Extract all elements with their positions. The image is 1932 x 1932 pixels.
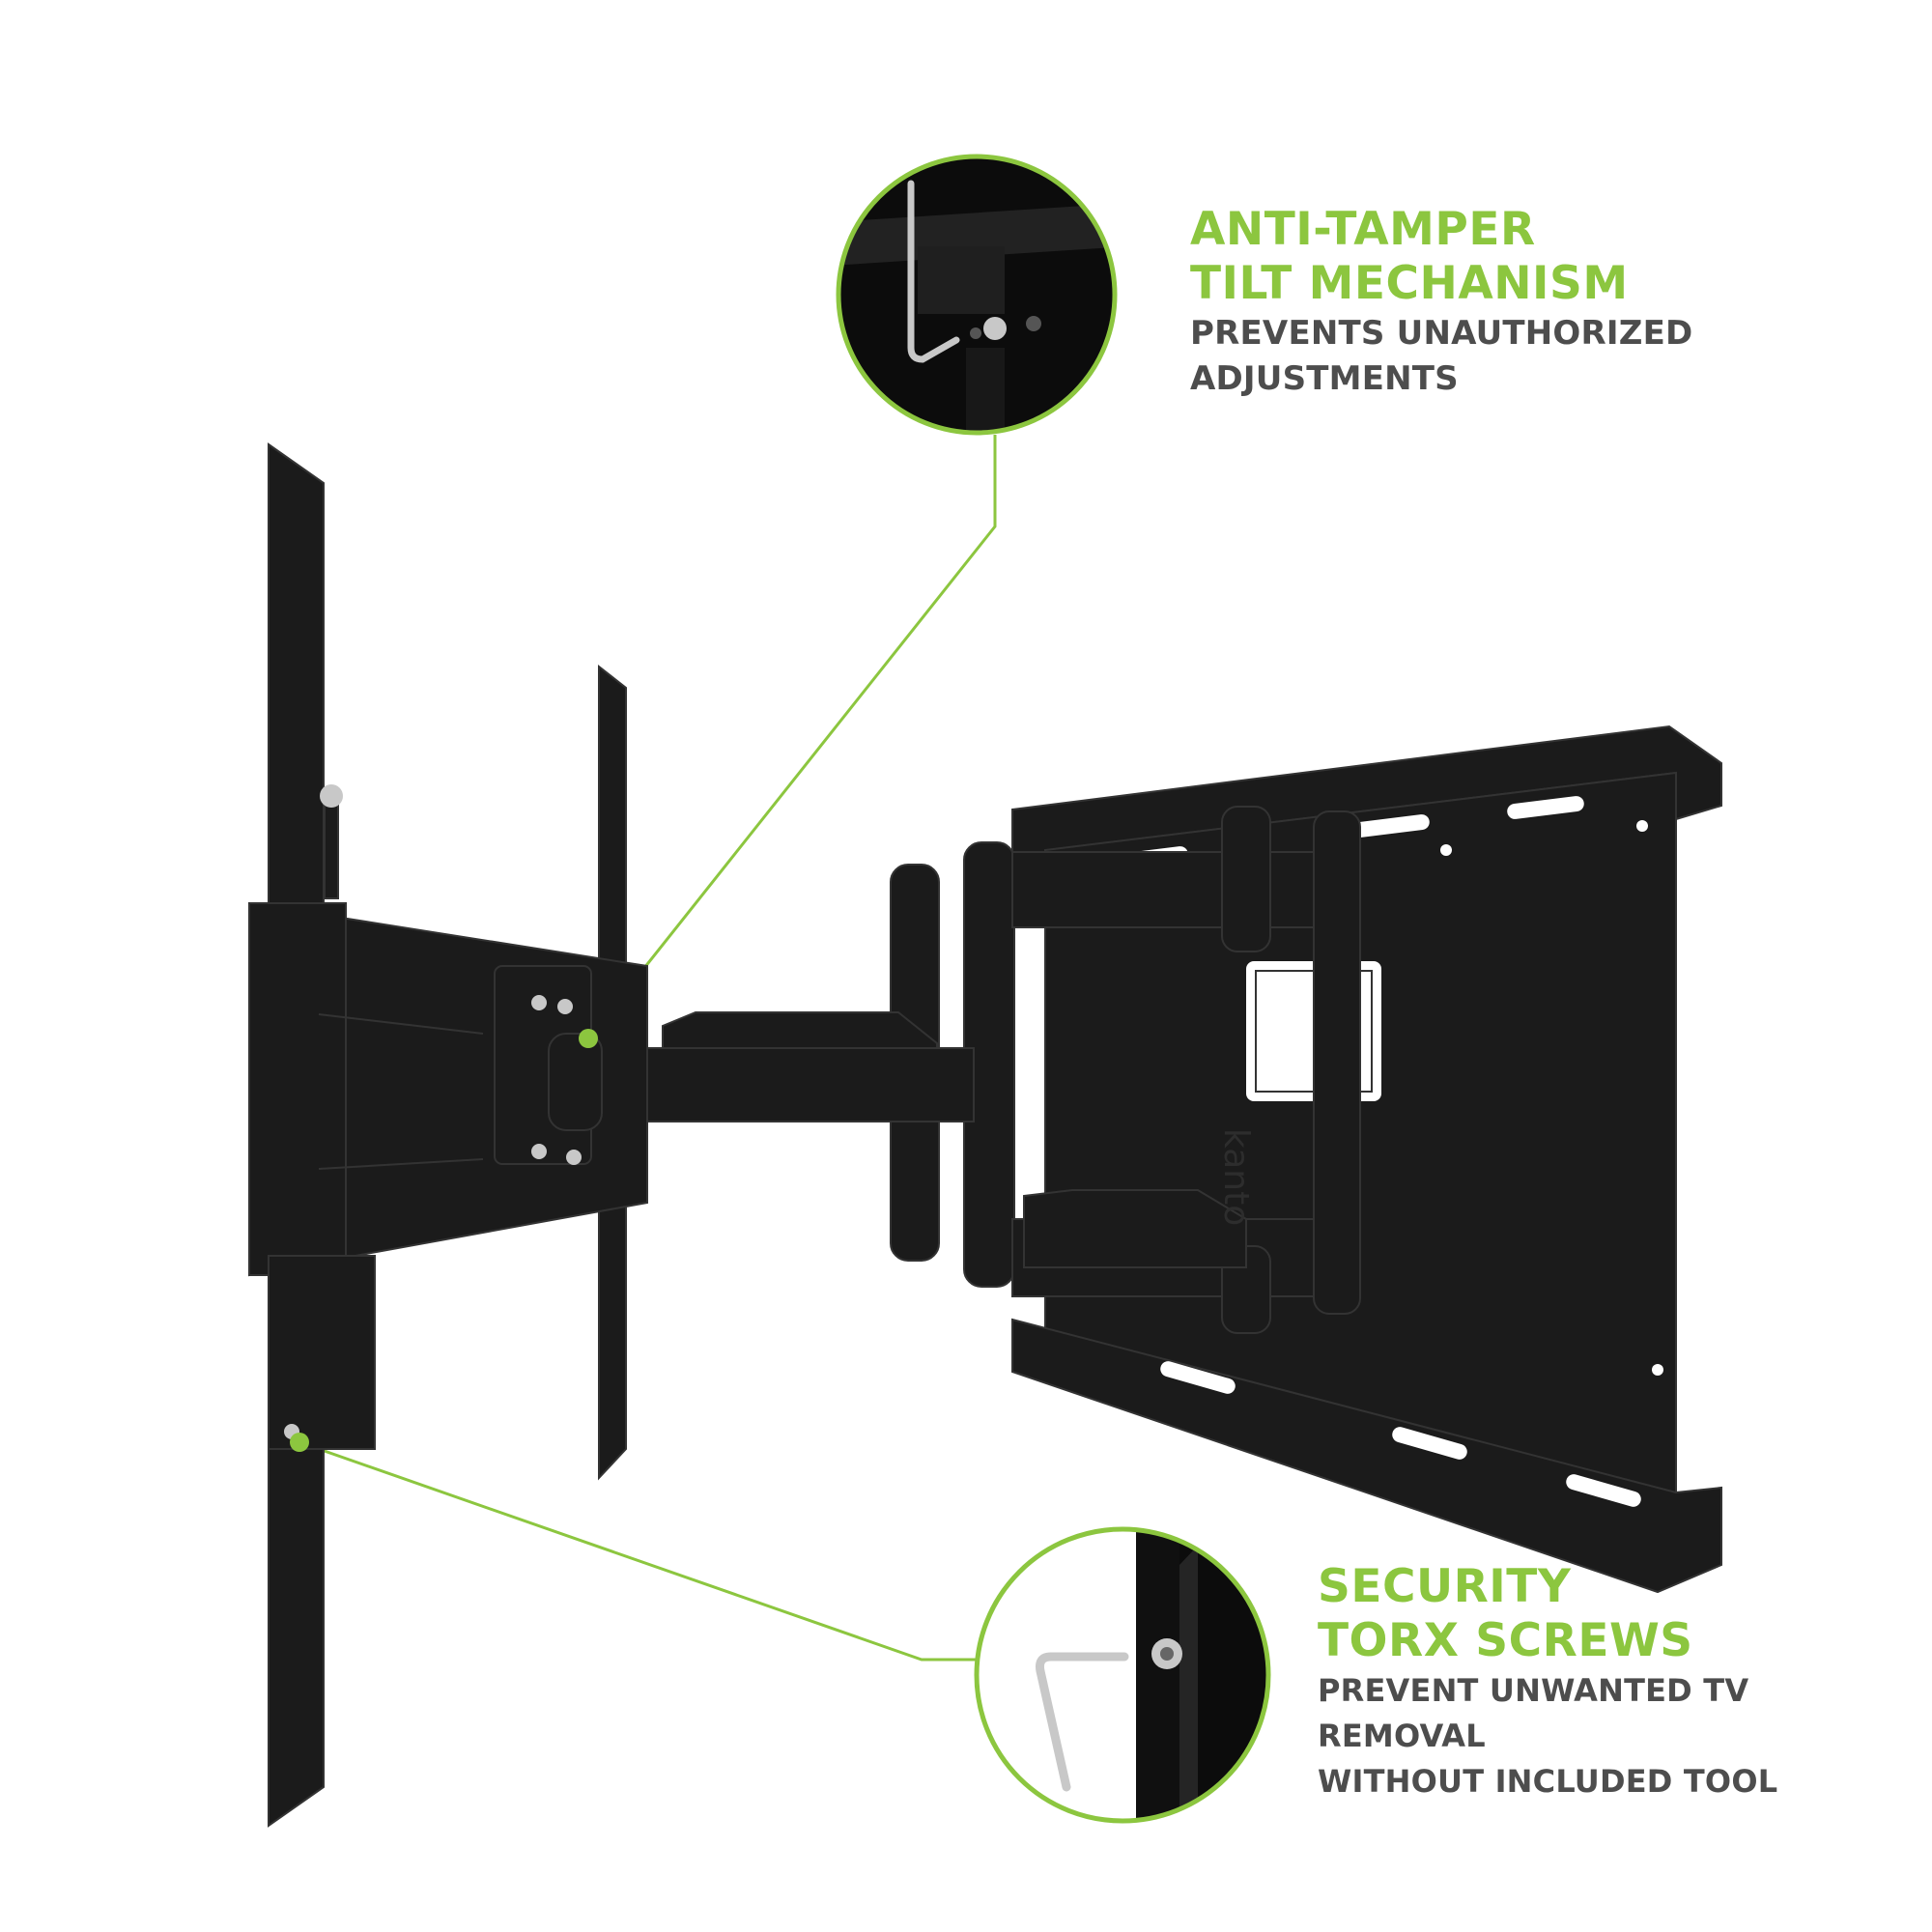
callout-title-line2: TORX SCREWS	[1318, 1614, 1693, 1667]
brand-mark: kanto	[1216, 1128, 1256, 1226]
anti-tamper-callout: ANTI-TAMPER TILT MECHANISM PREVENTS UNAU…	[1190, 203, 1905, 402]
tilt-mechanism-detail	[836, 154, 1118, 436]
callout-desc-line1: PREVENT UNWANTED TV REMOVAL	[1318, 1672, 1749, 1754]
torx-screws-callout: SECURITY TORX SCREWS PREVENT UNWANTED TV…	[1318, 1560, 1917, 1804]
leader-lines	[298, 435, 997, 1662]
callout-dot-bottom	[290, 1433, 309, 1452]
callout-desc-line2: ADJUSTMENTS	[1190, 359, 1459, 398]
leader-line-top	[586, 435, 997, 1039]
callout-dot-top	[579, 1029, 598, 1048]
hex-key-icon-bottom	[1036, 1652, 1129, 1792]
callout-title-line1: SECURITY	[1318, 1560, 1572, 1613]
hex-key-icon	[907, 180, 960, 363]
articulating-arms: kanto	[586, 806, 1361, 1334]
callout-desc-line1: PREVENTS UNAUTHORIZED	[1190, 314, 1693, 353]
torx-screw-detail	[974, 1526, 1271, 1824]
leader-line-bottom	[298, 1440, 980, 1662]
callout-desc-line2: WITHOUT INCLUDED TOOL	[1318, 1763, 1778, 1800]
callout-title-line2: TILT MECHANISM	[1190, 257, 1629, 310]
callout-title-line1: ANTI-TAMPER	[1190, 203, 1536, 256]
tv-bracket	[248, 442, 648, 1828]
